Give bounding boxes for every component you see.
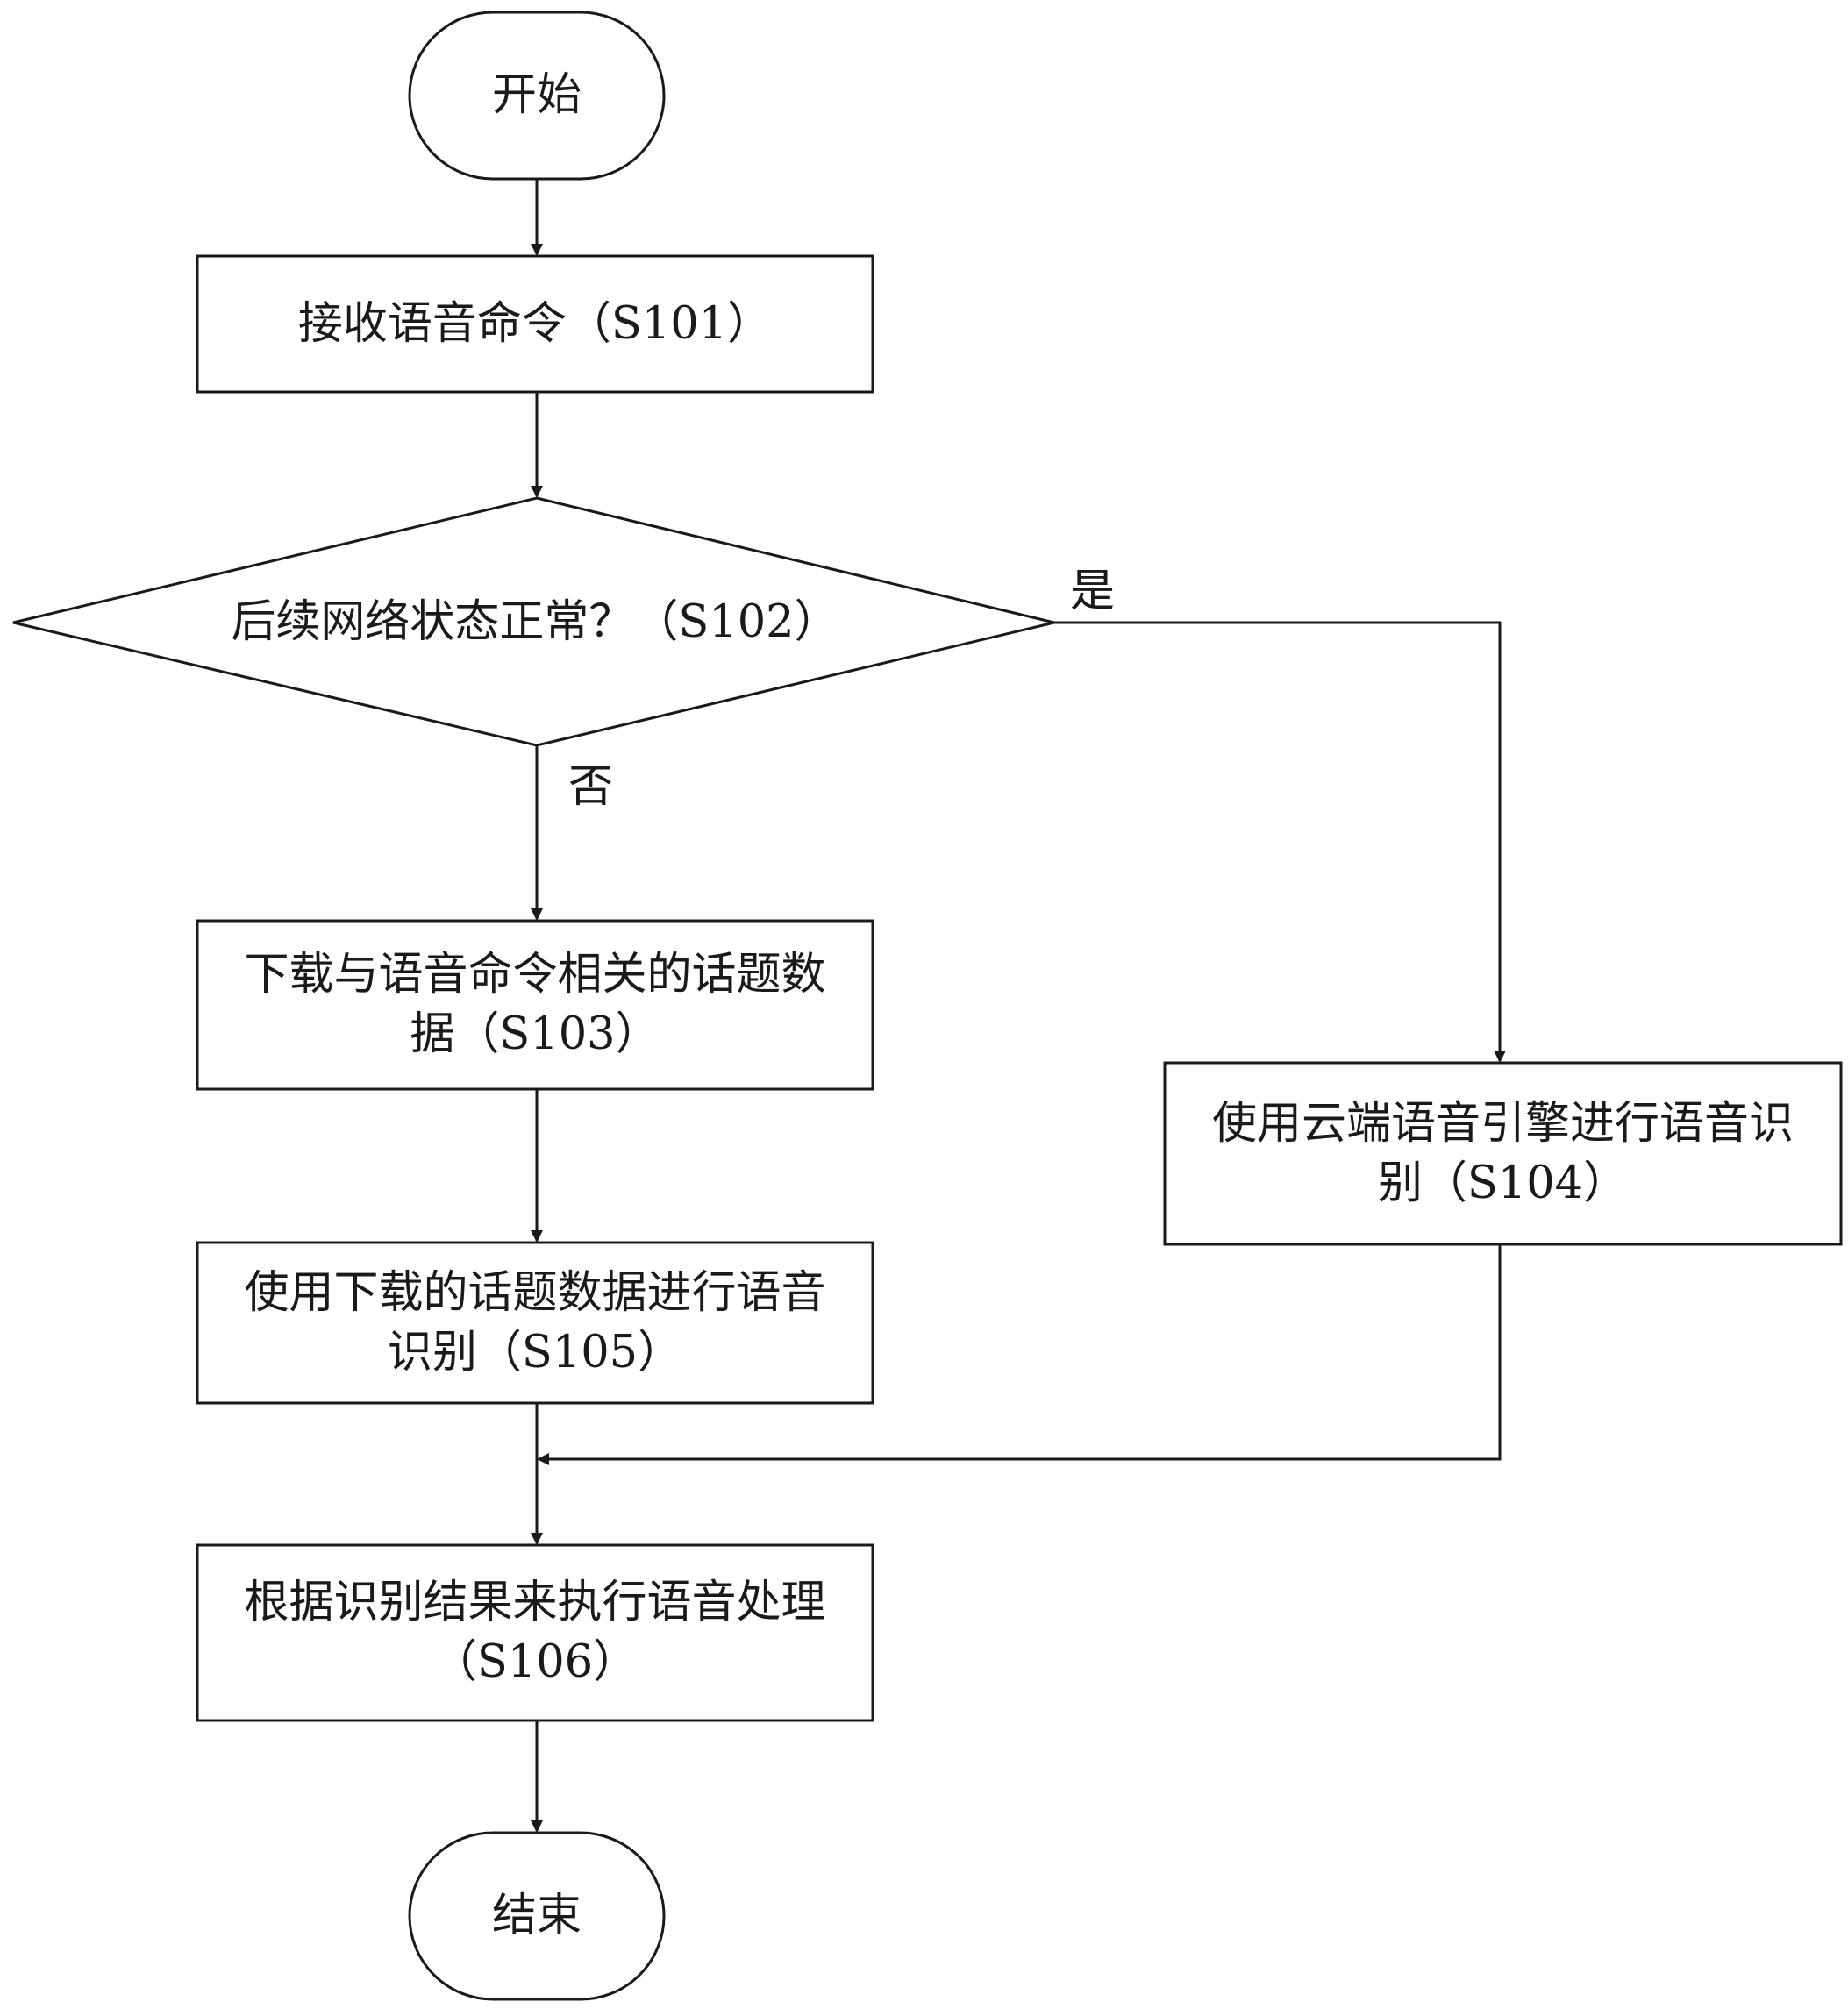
s102-label: 后续网络状态正常？（S102） bbox=[231, 596, 839, 648]
no-edge-label: 否 bbox=[568, 761, 614, 813]
end-label: 结束 bbox=[491, 1890, 582, 1941]
s106-node: 根据识别结果来执行语音处理 （S106） bbox=[197, 1545, 873, 1720]
s105-box-shape bbox=[196, 1241, 874, 1405]
start-node: 开始 bbox=[410, 12, 664, 179]
s106-label-line2: （S106） bbox=[432, 1636, 639, 1688]
yes-edge-label: 是 bbox=[1070, 566, 1116, 617]
s105-node: 使用下载的话题数据进行语音 识别（S105） bbox=[197, 1243, 873, 1403]
s103-box-shape bbox=[196, 919, 874, 1091]
s103-label-line1: 下载与语音命令相关的话题数 bbox=[244, 949, 826, 1001]
s104-node: 使用云端语音引擎进行语音识 别（S104） bbox=[1165, 1063, 1841, 1244]
s106-label-line1: 根据识别结果来执行语音处理 bbox=[244, 1577, 826, 1628]
end-terminal-shape bbox=[408, 1831, 666, 2001]
end-node: 结束 bbox=[410, 1833, 664, 1999]
arrow-s102-yes-to-s104 bbox=[1054, 621, 1506, 1063]
s103-node: 下载与语音命令相关的话题数 据（S103） bbox=[197, 921, 873, 1089]
s104-label-line1: 使用云端语音引擎进行语音识 bbox=[1211, 1097, 1794, 1150]
s105-label-line1: 使用下载的话题数据进行语音 bbox=[244, 1266, 826, 1319]
s101-box-shape bbox=[196, 254, 874, 394]
s102-node: 后续网络状态正常？（S102） bbox=[175, 588, 895, 658]
s101-label: 接收语音命令（S101） bbox=[297, 297, 773, 350]
s104-box-shape bbox=[1163, 1061, 1843, 1246]
arrow-s104-to-merge bbox=[537, 1244, 1502, 1465]
s103-label-line2: 据（S103） bbox=[410, 1008, 660, 1060]
s106-box-shape bbox=[196, 1543, 874, 1722]
start-label: 开始 bbox=[491, 69, 582, 121]
s104-label-line2: 别（S104） bbox=[1377, 1157, 1629, 1209]
s101-node: 接收语音命令（S101） bbox=[197, 256, 873, 392]
s105-label-line2: 识别（S105） bbox=[387, 1326, 683, 1379]
